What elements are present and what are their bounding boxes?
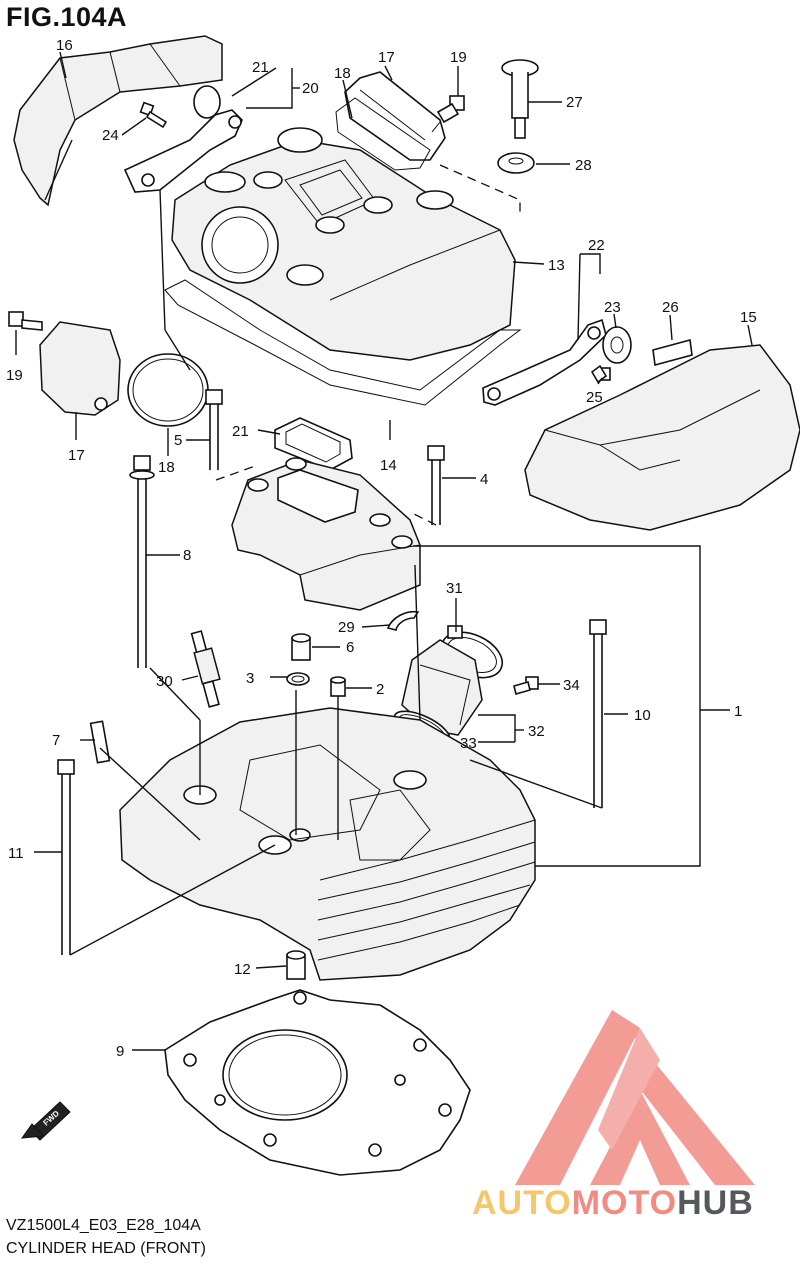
callout-28: 28 xyxy=(575,157,592,174)
callout-2: 2 xyxy=(376,681,384,698)
callout-26: 26 xyxy=(662,299,679,316)
part-10-bolt xyxy=(589,619,607,808)
callout-1: 1 xyxy=(734,703,742,720)
callout-3: 3 xyxy=(246,670,254,687)
part-12-dowel xyxy=(286,950,306,980)
part-13-head-cover xyxy=(171,127,516,361)
part-14-gasket xyxy=(164,279,522,406)
part-11-bolt xyxy=(57,759,75,955)
part-5-bolt xyxy=(205,389,223,470)
callout-17-left: 17 xyxy=(68,447,85,464)
callout-10: 10 xyxy=(634,707,651,724)
callout-33: 31 xyxy=(446,580,463,597)
part-34-screw xyxy=(513,676,539,695)
watermark-text: AUTOMOTOHUB xyxy=(472,1184,754,1222)
callout-25-left: 24 xyxy=(102,127,119,144)
callout-16: 16 xyxy=(56,37,73,54)
brand-auto: AUTO xyxy=(472,1184,572,1222)
callout-5: 5 xyxy=(174,432,182,449)
part-25-bolt-left xyxy=(139,101,168,129)
part-1-cylinder-head xyxy=(119,707,536,981)
part-23-bracket xyxy=(123,85,243,193)
part-2-dowel xyxy=(330,676,346,697)
watermark-triangle-icon xyxy=(515,1010,640,1185)
part-30-spark-plug xyxy=(190,630,221,708)
part-15-outer-cover xyxy=(524,344,800,531)
part-17-cap-top xyxy=(335,71,446,171)
callout-7: 7 xyxy=(52,732,60,749)
part-16-side-cover xyxy=(13,35,223,207)
callout-30: 30 xyxy=(156,673,173,690)
part-25-bolt-right xyxy=(590,364,611,384)
callout-19-left: 19 xyxy=(6,367,23,384)
brand-hub: HUB xyxy=(677,1184,754,1222)
callout-18-left: 18 xyxy=(158,459,175,476)
figure-caption: CYLINDER HEAD (FRONT) xyxy=(6,1240,207,1257)
model-code: VZ1500L4_E03_E28_104A xyxy=(6,1217,201,1234)
part-20-gasket xyxy=(274,417,353,471)
assembly-dashed-lines xyxy=(215,164,521,526)
callout-11: 11 xyxy=(8,845,24,862)
callout-9: 9 xyxy=(116,1043,124,1060)
part-6-dowel xyxy=(291,633,311,661)
leader-lines xyxy=(15,51,753,1051)
part-27-pin xyxy=(501,59,539,139)
callout-19-top: 19 xyxy=(450,49,467,66)
automotohub-watermark xyxy=(515,1010,755,1185)
part-7-stud xyxy=(89,720,111,764)
part-3-oring xyxy=(286,672,310,686)
callout-20: 21 xyxy=(232,423,249,440)
part-8-bolt xyxy=(129,455,155,668)
part-19-bolt-left xyxy=(8,311,43,331)
callout-13: 13 xyxy=(548,257,565,274)
part-31-intake-pipe xyxy=(401,639,483,736)
part-28-washer xyxy=(497,152,535,174)
callout-18-top: 18 xyxy=(334,65,351,82)
callout-14: 14 xyxy=(380,457,397,474)
part-18-oring-left xyxy=(127,353,209,427)
part-26-clip xyxy=(652,338,693,367)
callout-15: 15 xyxy=(740,309,757,326)
brand-moto: MOTO xyxy=(572,1184,677,1222)
callout-21: 22 xyxy=(588,237,605,254)
camshaft-holder xyxy=(231,457,421,611)
part-4-bolt xyxy=(427,445,445,525)
callout-32: 33 xyxy=(460,735,477,752)
callout-24: 21 xyxy=(252,59,269,76)
callout-numbers: 16 21 20 24 18 17 19 27 28 13 22 23 26 1… xyxy=(6,37,757,1060)
callout-22: 23 xyxy=(604,299,621,316)
callout-29: 29 xyxy=(338,619,355,636)
callout-12: 12 xyxy=(234,961,251,978)
callout-4: 4 xyxy=(480,471,488,488)
callout-31: 32 xyxy=(528,723,545,740)
callout-6: 6 xyxy=(346,639,354,656)
figure-title: FIG.104A xyxy=(6,2,128,32)
callout-17-top: 17 xyxy=(378,49,395,66)
part-17-cap-left xyxy=(39,321,121,416)
part-29-clip xyxy=(386,610,420,631)
callout-8: 8 xyxy=(183,547,191,564)
callout-23: 20 xyxy=(302,80,319,97)
part-9-head-gasket xyxy=(164,989,471,1176)
part-19-bolt-top xyxy=(431,95,465,133)
part-22-grommet xyxy=(602,326,632,364)
fwd-direction-badge: FWD xyxy=(20,1101,71,1141)
callout-27: 27 xyxy=(566,94,583,111)
callout-34: 34 xyxy=(563,677,580,694)
callout-25-right: 25 xyxy=(586,389,603,406)
svg-text:AUTOMOTOHUB: AUTOMOTOHUB xyxy=(472,1184,754,1222)
